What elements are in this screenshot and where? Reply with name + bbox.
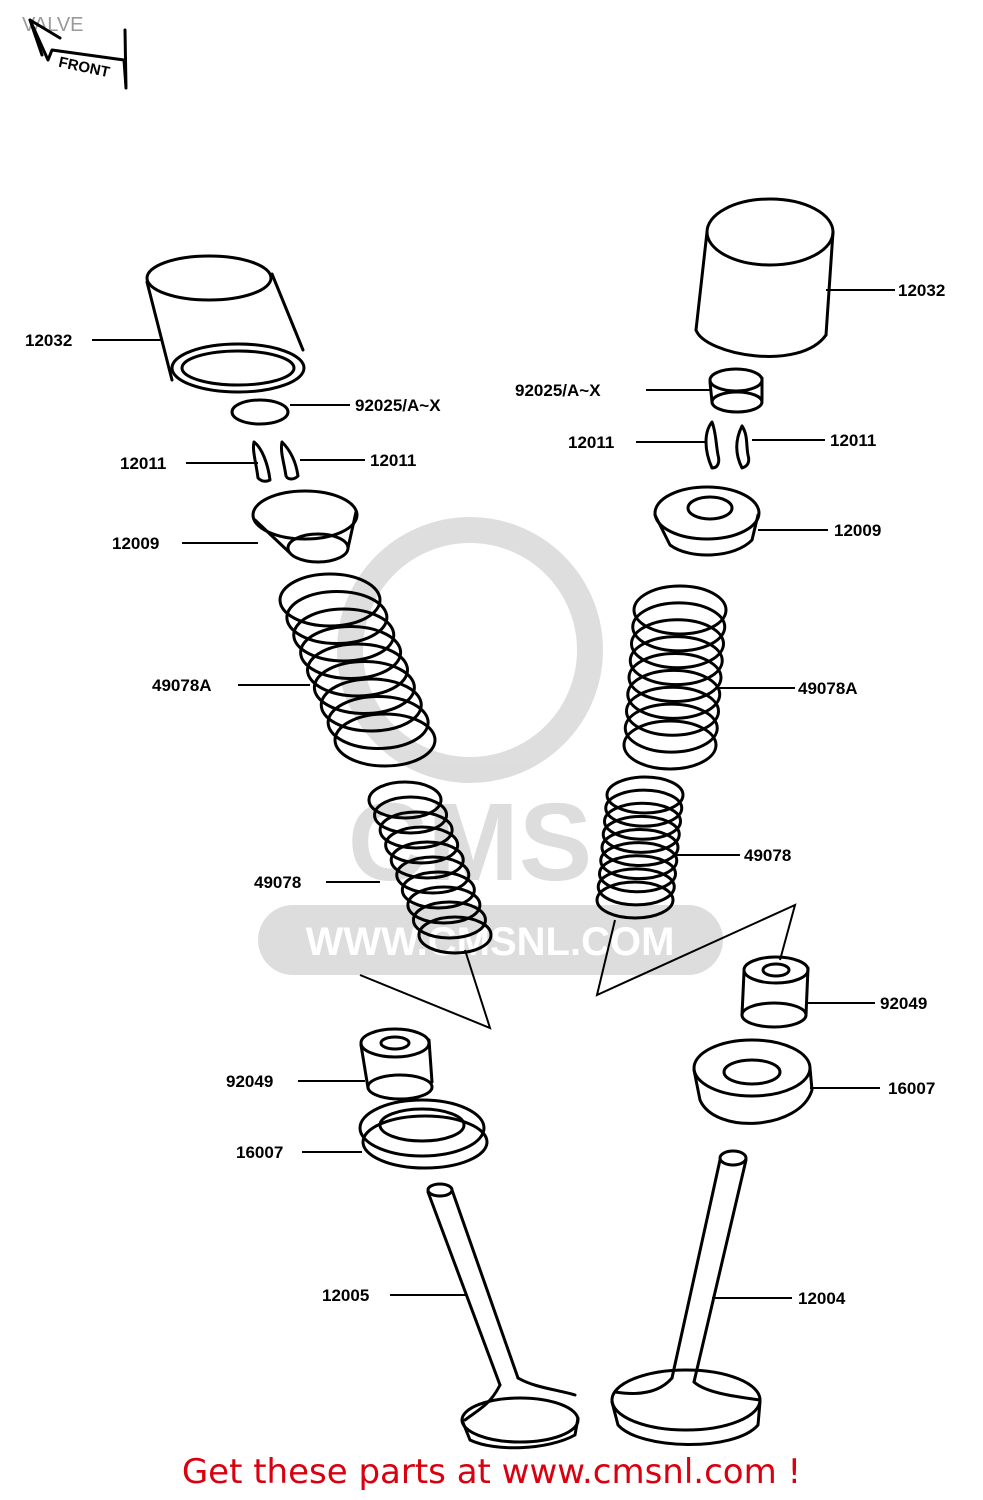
oil-seal-right [740,955,810,1029]
part-label-12005: 12005 [322,1286,369,1305]
cmsnl-watermark: CMS WWW.CMSNL.COM [258,517,723,975]
part-label-49078-right: 49078 [744,846,791,865]
spring-coil [306,642,409,698]
leader-lines [92,289,895,1299]
part-label-92025-right: 92025/A~X [515,381,601,400]
part-label-92049-right: 92049 [880,994,927,1013]
spring-coil [400,870,476,910]
keepers-left [252,440,300,483]
callout-bracket-right [595,903,797,997]
diagram-title: VALVE [22,14,84,36]
spring-coil [319,677,423,733]
front-direction-marker: FRONT [28,18,128,90]
part-label-92025-left: 92025/A~X [355,396,441,415]
spring-coil [285,590,389,645]
spring-coil [631,601,727,653]
spring-coil [292,607,396,663]
spring-coil [598,854,677,894]
part-label-49078A-right: 49078A [798,679,858,698]
spring-coil [625,685,720,737]
spring-coil [601,814,681,854]
spring-seat-left [358,1098,489,1170]
spring-coil [312,660,416,715]
spring-coil [630,618,725,670]
part-label-12032-left: 12032 [25,331,72,350]
spring-coil [595,880,675,920]
callout-bracket-left [359,949,492,1030]
part-labels: 12032 92025/A~X 12011 12011 12009 49078A… [25,281,945,1308]
part-label-49078A-left: 49078A [152,676,212,695]
outer-spring-left [278,572,437,768]
spring-coil [604,788,684,828]
part-label-16007-left: 16007 [236,1143,283,1162]
spring-coil [599,841,679,881]
spring-coil [623,702,719,754]
shim-right [708,367,764,414]
spring-coil [389,840,465,880]
inner-spring-left [367,780,493,955]
spring-coil [278,572,382,628]
part-label-16007-right: 16007 [888,1079,935,1098]
inner-spring-right [595,775,685,920]
spring-coil [411,900,487,940]
spring-coil [626,668,722,720]
spring-coil [406,885,482,925]
spring-coil [603,801,682,841]
spring-coil [395,855,471,895]
part-label-12011-right-b: 12011 [830,431,876,450]
spring-coil [622,719,718,771]
retainer-right [653,485,761,557]
spring-coil [299,625,403,680]
part-label-12009-right: 12009 [834,521,881,540]
tappet-left [145,254,306,394]
spring-coil [628,635,724,687]
spring-coil [632,584,728,636]
exhaust-valve-12005 [426,1182,580,1450]
spring-coil [333,712,437,768]
spring-coil [417,915,493,955]
spring-coil [605,775,685,815]
spring-seat-right [692,1038,814,1125]
spring-coil [384,825,460,865]
spring-coil [596,867,676,907]
spring-coil [627,652,723,703]
shim-left [230,398,290,426]
tappet-right [694,197,835,358]
part-label-12011-left-a: 12011 [120,454,166,473]
part-label-12009-left: 12009 [112,534,159,553]
spring-coil [600,828,680,867]
part-label-49078-left: 49078 [254,873,301,892]
part-label-92049-left: 92049 [226,1072,273,1091]
part-label-12032-right: 12032 [898,281,945,300]
footer-promo-text: Get these parts at www.cmsnl.com ! [181,1452,802,1492]
oil-seal-left [359,1027,434,1101]
intake-valve-12004 [610,1149,762,1446]
part-label-12004: 12004 [798,1289,846,1308]
retainer-left [251,489,359,564]
spring-coil [378,810,454,850]
outer-spring-right [622,584,728,771]
part-label-12011-left-b: 12011 [370,451,416,470]
part-label-12011-right-a: 12011 [568,433,614,452]
spring-coil [373,795,449,835]
spring-coil [367,780,443,820]
keepers-right [704,420,751,470]
spring-coil [326,695,430,750]
